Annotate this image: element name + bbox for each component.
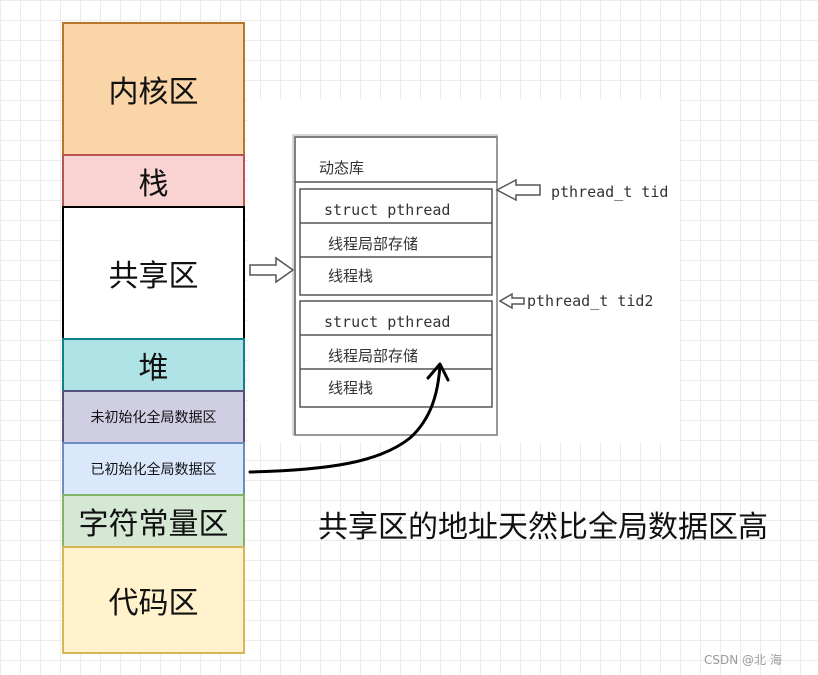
shared-region-detail: 动态库 struct pthread 线程局部存储 线程栈 struct pth… [248,100,680,442]
thread2-tls: 线程局部存储 [328,347,419,365]
thread1-block [299,188,493,296]
caption: 共享区的地址天然比全局数据区高 [318,510,768,545]
segment-heap: 堆 [62,338,245,392]
segment-bss-label: 未初始化全局数据区 [90,410,217,426]
detail-drawing [292,134,541,436]
segment-stack: 栈 [62,154,245,208]
tid-arrow [495,178,541,202]
segment-data: 已初始化全局数据区 [62,442,245,496]
tid2-label: pthread_t tid2 [527,292,654,310]
segment-stack-label: 栈 [138,167,169,202]
segment-code-label: 代码区 [108,586,199,621]
tid-label: pthread_t tid [551,183,669,201]
segment-heap-label: 堆 [138,351,169,386]
segment-data-label: 已初始化全局数据区 [90,462,217,478]
segment-shared-label: 共享区 [108,259,199,294]
segment-rodata: 字符常量区 [62,494,245,548]
thread2-stack: 线程栈 [328,379,374,397]
thread1-struct-pthread: struct pthread [324,201,451,219]
segment-bss: 未初始化全局数据区 [62,390,245,444]
segment-kernel-label: 内核区 [108,75,199,110]
thread1-stack: 线程栈 [328,267,374,285]
segment-shared: 共享区 [62,206,245,340]
watermark: CSDN @北 海 [704,653,782,667]
segment-kernel: 内核区 [62,22,245,156]
segment-rodata-label: 字符常量区 [78,507,229,542]
thread2-struct-pthread: struct pthread [324,313,451,331]
segment-code: 代码区 [62,546,245,654]
dynamic-library-header: 动态库 [319,159,365,177]
tid2-arrow [498,292,525,310]
thread1-tls: 线程局部存储 [328,235,419,253]
